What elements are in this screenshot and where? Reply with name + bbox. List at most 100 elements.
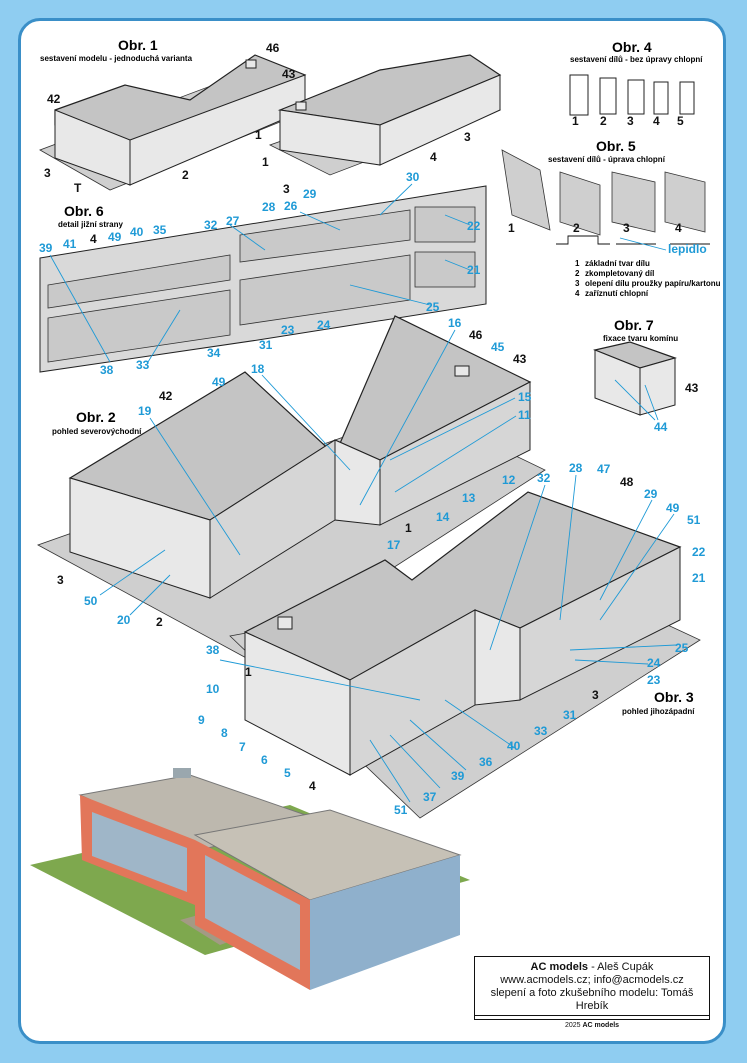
callout: 51 (687, 513, 701, 527)
legend-text: zaříznutí chlopní (585, 289, 649, 298)
chimney-side-b (639, 357, 676, 416)
callout: 24 (647, 656, 661, 670)
callout: 47 (597, 462, 611, 476)
figure-obr3: Obr. 3 pohled jihozápadní 32 28 47 48 29… (198, 461, 706, 819)
callout: 30 (406, 170, 420, 184)
callout: 3 (57, 573, 64, 587)
obr2-subtitle: pohled severovýchodní (52, 427, 142, 436)
callout: 21 (467, 263, 481, 277)
callout: 34 (207, 346, 221, 360)
callout: 36 (479, 755, 493, 769)
callout: 24 (317, 318, 331, 332)
figure-obr4: Obr. 4 sestavení dílů - bez úpravy chlop… (569, 39, 703, 128)
obr3-wall-d (519, 546, 681, 701)
callout: 14 (436, 510, 450, 524)
obr4-title: Obr. 4 (612, 39, 652, 55)
callout: 3 (44, 166, 51, 180)
obr1-chimney (245, 59, 257, 69)
callout: 35 (153, 223, 167, 237)
photo-credit: slepení a foto zkušebního modelu: Tomáš … (475, 987, 709, 1016)
callout: 38 (206, 643, 220, 657)
obr4-subtitle: sestavení dílů - bez úpravy chlopní (570, 55, 703, 64)
callout: 7 (239, 740, 246, 754)
callout: T (74, 181, 82, 195)
callout: 43 (513, 352, 527, 366)
obr6-title: Obr. 6 (64, 203, 104, 219)
figure-obr7: Obr. 7 fixace tvaru komínu 43 44 (592, 317, 699, 434)
step-number: 2 (573, 221, 580, 235)
obr1-title: Obr. 1 (118, 37, 158, 53)
callout: 26 (284, 199, 298, 213)
callout: 49 (666, 501, 680, 515)
figure-obr6: Obr. 6 detail jižní strany 30 29 3 22 28… (39, 170, 487, 377)
callout: 39 (451, 769, 465, 783)
callout: 25 (426, 300, 440, 314)
callout: 29 (644, 487, 658, 501)
legend-num: 4 (575, 289, 580, 298)
callout: 32 (537, 471, 551, 485)
callout: 5 (284, 766, 291, 780)
callout: 40 (507, 739, 521, 753)
callout: 10 (206, 682, 220, 696)
callout: 32 (204, 218, 218, 232)
callout: 33 (534, 724, 548, 738)
callout: 4 (430, 150, 437, 164)
legend-num: 3 (575, 279, 580, 288)
step-number: 1 (572, 114, 579, 128)
copyright-brand: AC models (582, 1022, 620, 1029)
obr2-title: Obr. 2 (76, 409, 116, 425)
legend-text: zkompletovaný díl (585, 269, 654, 278)
glue-leader (619, 237, 667, 251)
callout: 18 (251, 362, 265, 376)
photo-chimney (173, 768, 191, 778)
obr7-subtitle: fixace tvaru komínu (603, 334, 678, 343)
callout: 42 (47, 92, 61, 106)
callout: 33 (136, 358, 150, 372)
callout: 51 (394, 803, 408, 817)
callout: 1 (262, 155, 269, 169)
callout: 2 (182, 168, 189, 182)
callout: 1 (405, 521, 412, 535)
callout: 29 (303, 187, 317, 201)
callout: 38 (100, 363, 114, 377)
callout: 31 (259, 338, 273, 352)
callout: 11 (518, 408, 531, 422)
callout: 22 (467, 219, 481, 233)
callout: 13 (462, 491, 476, 505)
callout: 27 (226, 214, 240, 228)
callout: 39 (39, 241, 53, 255)
obr3-title: Obr. 3 (654, 689, 694, 705)
callout: 1 (245, 665, 252, 679)
step-number: 4 (653, 114, 660, 128)
obr5-profiles (556, 235, 710, 245)
callout: 23 (281, 323, 295, 337)
step-number: 1 (508, 221, 515, 235)
callout: 40 (130, 225, 144, 239)
callout: 46 (266, 41, 280, 55)
callout: 45 (491, 340, 505, 354)
model-photo (30, 768, 470, 990)
obr5-subtitle: sestavení dílů - úprava chlopní (548, 155, 666, 164)
figure-obr1: Obr. 1 sestavení modelu - jednoduchá var… (39, 37, 502, 195)
glue-label: lepidlo (668, 242, 707, 256)
callout: 4 (90, 232, 97, 246)
callout: 25 (675, 641, 689, 655)
callout: 23 (647, 673, 661, 687)
obr3-subtitle: pohled jihozápadní (622, 707, 695, 716)
callout: 21 (692, 571, 706, 585)
step-number: 3 (627, 114, 634, 128)
callout: 43 (282, 67, 296, 81)
step-number: 5 (677, 114, 684, 128)
figure-obr5: Obr. 5 sestavení dílů - úprava chlopní 1… (501, 138, 721, 298)
contact-info: www.acmodels.cz; info@acmodels.cz (500, 974, 684, 986)
copyright-year: 2025 (564, 1022, 583, 1029)
obr5-title: Obr. 5 (596, 138, 636, 154)
callout: 50 (84, 594, 98, 608)
callout: 3 (592, 688, 599, 702)
callout: 43 (685, 381, 699, 395)
callout: 17 (387, 538, 401, 552)
callout: 28 (262, 200, 276, 214)
callout: 22 (692, 545, 706, 559)
callout: 46 (469, 328, 483, 342)
obr1-chimney-right (295, 101, 307, 111)
